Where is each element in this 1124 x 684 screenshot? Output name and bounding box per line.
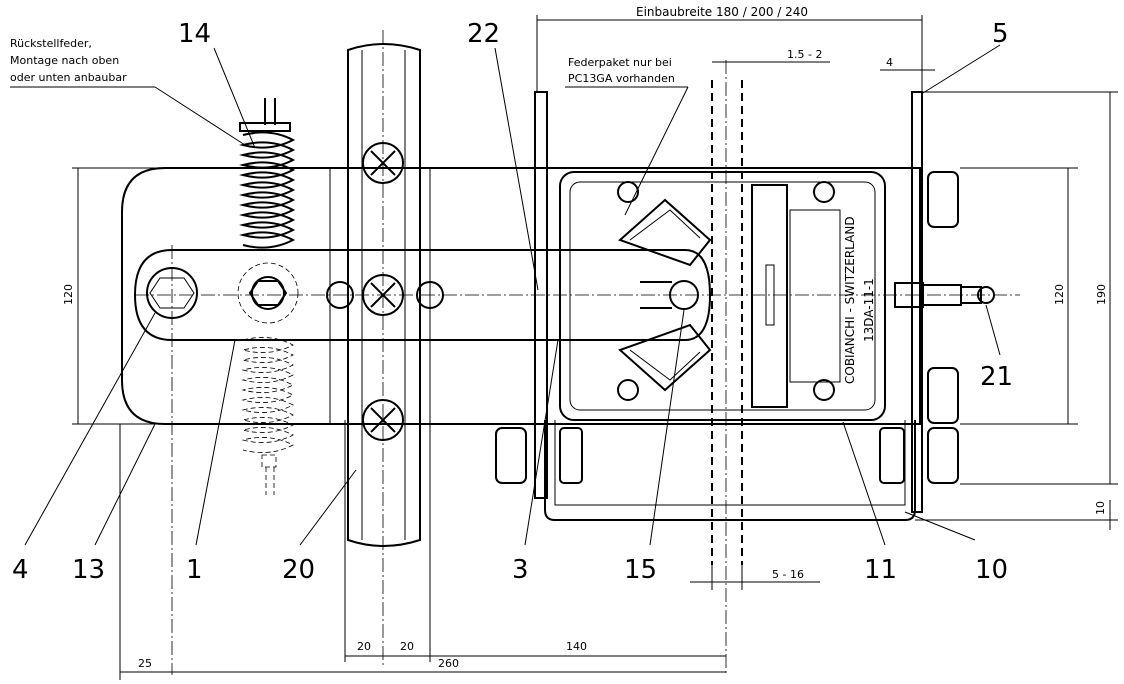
spring-note: Rückstellfeder, Montage nach oben oder u… [10, 37, 246, 146]
spring-note-line3: oder unten anbaubar [10, 71, 127, 84]
pack-note-line1: Federpaket nur bei [568, 56, 672, 69]
callout-1: 1 [186, 555, 203, 585]
callout-10: 10 [975, 555, 1008, 585]
dim-20b: 20 [400, 640, 414, 653]
callout-20: 20 [282, 555, 315, 585]
dimension-width: Einbaubreite 180 / 200 / 240 [536, 5, 923, 92]
pack-note-line2: PC13GA vorhanden [568, 72, 675, 85]
dim-1-5-2: 1.5 - 2 [787, 48, 822, 61]
dim-4: 4 [886, 56, 893, 69]
label-plate-line2: 13DA-11-1 [862, 278, 876, 342]
dimension-width-label: Einbaubreite 180 / 200 / 240 [636, 5, 808, 19]
pivot-bolt [146, 267, 198, 319]
callout-13: 13 [72, 555, 105, 585]
spring-note-line1: Rückstellfeder, [10, 37, 92, 50]
callout-3: 3 [512, 555, 529, 585]
dim-260: 260 [438, 657, 459, 670]
callout-15: 15 [624, 555, 657, 585]
callout-14: 14 [178, 19, 211, 49]
dim-120-left: 120 [62, 284, 75, 305]
callout-5: 5 [992, 19, 1009, 49]
dim-140: 140 [566, 640, 587, 653]
dim-190: 190 [1095, 284, 1108, 305]
dim-20a: 20 [357, 640, 371, 653]
lever-arm [133, 249, 712, 341]
callout-4: 4 [12, 555, 29, 585]
spring-pack-note: Federpaket nur bei PC13GA vorhanden [565, 56, 689, 216]
spring-note-line2: Montage nach oben [10, 54, 119, 67]
dim-5-16: 5 - 16 [772, 568, 804, 581]
dim-120-right: 120 [1053, 284, 1066, 305]
wall-section [711, 80, 743, 565]
switch-housing [495, 91, 995, 521]
callout-21: 21 [980, 362, 1013, 392]
base-plate [121, 167, 921, 425]
callout-22: 22 [467, 19, 500, 49]
dim-10: 10 [1094, 501, 1107, 515]
label-plate-line1: COBIANCHI - SWITZERLAND [843, 216, 857, 384]
rail-bracket [329, 43, 431, 547]
return-spring [237, 98, 299, 495]
callout-11: 11 [864, 555, 897, 585]
dim-25: 25 [138, 657, 152, 670]
